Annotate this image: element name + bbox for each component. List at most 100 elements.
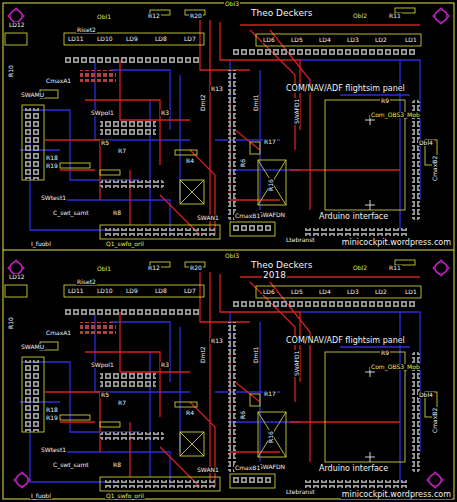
silkscreen-label: LD5 (290, 289, 304, 295)
silkscreen-label: R12 (147, 265, 161, 271)
silkscreen-label: R4 (185, 158, 195, 164)
silkscreen-label: Arduino interface (318, 465, 389, 473)
silkscreen-label: Dbl4 (418, 140, 434, 146)
silkscreen-label: R16 (268, 178, 274, 192)
silkscreen-label: SWAFDN (258, 212, 286, 218)
silkscreen-label: LD3 (346, 37, 360, 43)
silkscreen-label: R18 (45, 407, 59, 413)
silkscreen-label: R19 (45, 415, 59, 421)
silkscreen-label: SWAFD1 (294, 98, 300, 125)
silkscreen-label: LD9 (125, 288, 139, 294)
silkscreen-label: COM/NAV/ADF flightsim panel (285, 337, 406, 345)
silkscreen-label: R19 (45, 163, 59, 169)
silkscreen-label: R20 (189, 13, 203, 19)
silkscreen-label: Q1_swfo_oril (105, 493, 145, 499)
silkscreen-label: LD11 (67, 288, 85, 294)
silkscreen-label: LD3 (346, 289, 360, 295)
silkscreen-label: R6 (240, 158, 246, 168)
silkscreen-label: SWAMU (20, 92, 45, 98)
silkscreen-label: LD9 (125, 36, 139, 42)
silkscreen-label: R20 (189, 265, 203, 271)
silkscreen-label: R9 (380, 350, 390, 356)
silkscreen-label: CmaxB2 (432, 407, 438, 434)
silkscreen-label: LD6 (262, 289, 276, 295)
silkscreen-label: SWpol1 (90, 110, 115, 116)
silkscreen-label: CmaxB1 (234, 465, 261, 471)
silkscreen-label: LD10 (96, 288, 114, 294)
silkscreen-label: R3 (160, 362, 170, 368)
silkscreen-label: SWAFDN (258, 464, 286, 470)
silkscreen-label: R9 (380, 98, 390, 104)
silkscreen-label: R8 (112, 462, 122, 468)
silkscreen-label: R11 (388, 13, 402, 19)
silkscreen-label: LD8 (154, 288, 168, 294)
silkscreen-label: Com_OBS3_Mob (370, 112, 421, 118)
silkscreen-label: R10 (8, 64, 14, 78)
silkscreen-label: SWAMU (20, 344, 45, 350)
silkscreen-label: LD7 (183, 36, 197, 42)
silkscreen-label: Theo Deckers (250, 9, 313, 18)
silkscreen-label: C_swt_samt (52, 210, 90, 216)
silkscreen-label: R17 (263, 391, 277, 397)
silkscreen-label: LD7 (183, 288, 197, 294)
silkscreen-label: minicockpit.wordpress.com (341, 239, 452, 247)
silkscreen-label: Dmt1 (253, 93, 259, 112)
silkscreen-label: R13 (210, 338, 224, 344)
silkscreen-label: COM/NAV/ADF flightsim panel (285, 85, 406, 93)
silkscreen-label: R16 (268, 430, 274, 444)
silkscreen-label: SWtest1 (40, 195, 67, 201)
silkscreen-label: R3 (160, 110, 170, 116)
silkscreen-label: Riset2 (76, 27, 97, 33)
silkscreen-label: Obl3 (224, 253, 240, 259)
silkscreen-label: SWpol1 (90, 362, 115, 368)
silkscreen-label: R6 (240, 410, 246, 420)
silkscreen-label: I_fuobl (30, 241, 52, 247)
silkscreen-label: Dmt1 (253, 345, 259, 364)
silkscreen-label: C_swt_samt (52, 462, 90, 468)
silkscreen-label: LD6 (262, 37, 276, 43)
silkscreen-label: LD2 (374, 289, 388, 295)
silkscreen-label: R10 (8, 316, 14, 330)
silkscreen-label: SWAN1 (196, 215, 220, 221)
silkscreen-label: R7 (117, 400, 127, 406)
silkscreen-label: CmaxA1 (45, 78, 72, 84)
silkscreen-label: Dbl4 (418, 392, 434, 398)
silkscreen-label: SWtest1 (40, 447, 67, 453)
silkscreen-label: R5 (100, 392, 110, 398)
silkscreen-label: Ltebranst (285, 237, 316, 243)
silkscreen-label: R8 (112, 210, 122, 216)
silkscreen-label: Ltebranst (285, 489, 316, 495)
silkscreen-label: Obl1 (96, 266, 112, 272)
silkscreen-label: LD4 (318, 289, 332, 295)
silkscreen-label: Dmt2 (200, 345, 206, 364)
silkscreen-label: R17 (263, 139, 277, 145)
silkscreen-label: CmaxB2 (432, 155, 438, 182)
mount-hole (14, 472, 443, 488)
silkscreen-label: SWAFD1 (294, 350, 300, 377)
silkscreen-label: R18 (45, 155, 59, 161)
silkscreen-label: LD12 (8, 22, 26, 28)
silkscreen-label: R4 (185, 410, 195, 416)
silkscreen-label: Obl1 (96, 14, 112, 20)
silkscreen-label: SWAN1 (196, 467, 220, 473)
silkscreen-label: LD4 (318, 37, 332, 43)
silkscreen-label: Obl2 (352, 265, 368, 271)
silkscreen-label: LD2 (374, 37, 388, 43)
silkscreen-label: CmaxB1 (234, 213, 261, 219)
silkscreen-label: minicockpit.wordpress.com (341, 491, 452, 499)
silkscreen-label: Theo Deckers (250, 261, 313, 270)
silkscreen-label: R5 (100, 140, 110, 146)
silkscreen-label: Obl3 (224, 1, 240, 7)
silkscreen-label: LD11 (67, 36, 85, 42)
silkscreen-label: Riset2 (76, 279, 97, 285)
silkscreen-label: CmaxA1 (45, 330, 72, 336)
silkscreen-label: R7 (117, 148, 127, 154)
silkscreen-label: LD1 (404, 289, 418, 295)
silkscreen-label: LD1 (404, 37, 418, 43)
silkscreen-label: LD5 (290, 37, 304, 43)
silkscreen-label: Dmt2 (200, 93, 206, 112)
silkscreen-label: LD8 (154, 36, 168, 42)
silkscreen-label: R12 (147, 13, 161, 19)
silkscreen-label: 2018 (262, 271, 287, 280)
